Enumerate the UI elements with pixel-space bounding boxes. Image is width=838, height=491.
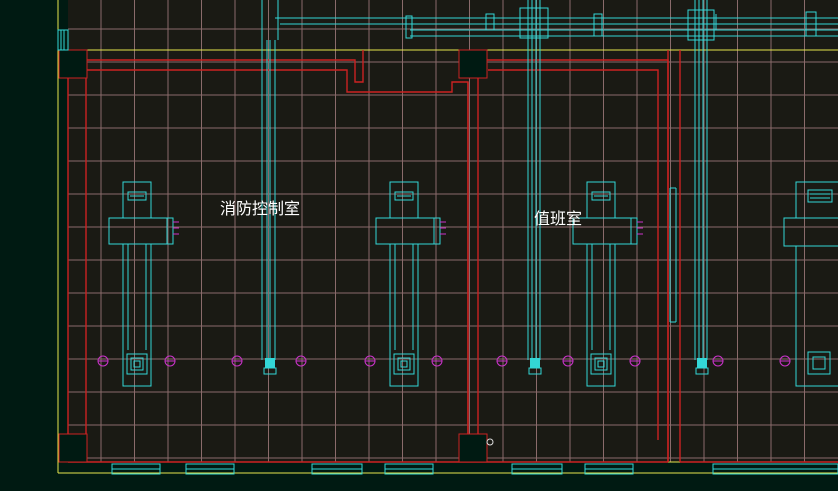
floor-area [68,0,838,462]
air-handler-units [108,181,838,387]
pipe-connector [440,221,446,235]
floor-grid [68,0,838,462]
columns [58,49,488,463]
sprinkler-head-icon [431,355,443,367]
sprinkler-head-icon [779,355,791,367]
marker-circle [486,438,494,446]
room-label-fire-control: 消防控制室 [220,199,300,218]
air-handler-icon [375,181,441,387]
sprinkler-head-icon [712,355,724,367]
sprinkler-head-icon [496,355,508,367]
sprinkler-head-icon [364,355,376,367]
pipe-connector [637,221,643,235]
sprinkler-head-icon [164,355,176,367]
sprinkler-head-icon [562,355,574,367]
sprinkler-head-icon [629,355,641,367]
air-handler-icon [783,181,838,387]
left-margin [0,0,58,491]
sprinkler-heads [97,355,791,367]
sprinkler-head-icon [295,355,307,367]
windows [57,29,838,475]
air-handler-icon [108,181,174,387]
duct-terminal-outlines [263,367,709,375]
sprinkler-head-icon [231,355,243,367]
sprinkler-head-icon [97,355,109,367]
main-ducts [261,0,838,360]
air-handler-icon [572,181,638,387]
duct-terminals [265,358,707,368]
walls [67,50,838,463]
room-label-duty: 值班室 [534,209,582,228]
pipe-connector [173,221,179,235]
